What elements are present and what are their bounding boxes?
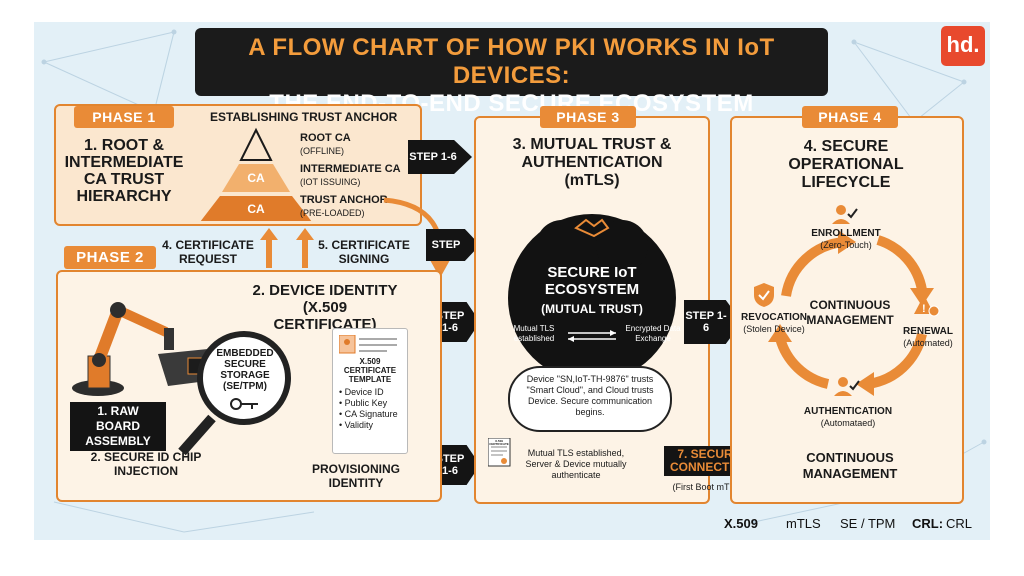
template-field: • Device ID	[339, 387, 384, 397]
continuous-management-center: CONTINUOUS MANAGEMENT	[806, 298, 894, 327]
root-ca-level: ROOT CA (OFFLINE)	[300, 132, 351, 158]
title-line-1: A FLOW CHART OF HOW PKI WORKS IN IoT DEV…	[248, 34, 775, 89]
shield-check-icon	[754, 283, 774, 307]
magnifier-icon	[178, 331, 291, 456]
phase-1-title: 1. ROOT & INTERMEDIATE CA TRUST HIERARCH…	[64, 137, 184, 205]
svg-text:!: !	[922, 303, 926, 315]
trust-statement-bubble	[508, 366, 672, 432]
root-ca-sub: (OFFLINE)	[300, 146, 344, 156]
template-field: • CA Signature	[339, 409, 398, 419]
infographic-canvas: A FLOW CHART OF HOW PKI WORKS IN IoT DEV…	[34, 22, 990, 540]
up-arrow-icon	[260, 228, 278, 268]
key-icon	[230, 398, 258, 410]
legend-x509: X.509	[724, 516, 758, 531]
raw-board-assembly-tag: 1. RAW BOARD ASSEMBLY	[70, 402, 166, 451]
renewal-sub: (Automated)	[903, 338, 953, 348]
trust-anchor-level: TRUST ANCHOR (PRE-LOADED)	[300, 194, 388, 220]
x509-template-title: X.509 CERTIFICATE TEMPLATE	[343, 357, 397, 384]
pyramid-base-ca: CA	[247, 202, 265, 216]
cloud-title: SECURE IoT ECOSYSTEM	[544, 264, 640, 298]
authentication-sub: (Automataed)	[820, 418, 876, 428]
warning-renewal-icon: !	[914, 295, 940, 317]
mutual-auth-text: Mutual TLS established, Server & Device …	[525, 448, 627, 480]
revocation-label: REVOCATION	[741, 312, 807, 323]
secure-ecosystem-cloud	[508, 214, 676, 382]
bidirectional-arrow-icon	[568, 330, 616, 342]
x509-template-fields: • Device ID • Public Key • CA Signature …	[339, 387, 398, 431]
legend-crl-key: CRL:	[912, 516, 944, 531]
intermediate-ca-name: INTERMEDIATE CA	[300, 163, 401, 175]
phase-4-title: 4. SECURE OPERATIONAL LIFECYCLE	[788, 138, 904, 191]
phase-4-tag: PHASE 4	[802, 106, 898, 128]
user-auth-icon	[834, 377, 860, 396]
trust-pyramid	[200, 127, 312, 221]
enrollment-label: ENROLLMENT	[811, 228, 881, 239]
renewal-label: RENEWAL	[903, 326, 953, 337]
handshake-icon	[574, 218, 610, 238]
trust-anchor-name: TRUST ANCHOR	[300, 194, 388, 206]
title-bar: A FLOW CHART OF HOW PKI WORKS IN IoT DEV…	[195, 28, 828, 117]
cloud-subtitle: (MUTUAL TRUST)	[541, 302, 643, 316]
x509-template-card: X.509 CERTIFICATE TEMPLATE • Device ID •…	[332, 328, 408, 454]
secure-id-injection-label: 2. SECURE ID CHIP INJECTION	[90, 450, 202, 478]
lifecycle-cycle	[768, 230, 934, 396]
continuous-management-bottom: CONTINUOUS MANAGEMENT	[802, 450, 898, 481]
authentication-label: AUTHENTICATION	[803, 406, 893, 417]
embedded-secure-storage: EMBEDDED SECURE STORAGE (SE/TPM)	[216, 348, 274, 392]
provisioning-identity-label: PROVISIONING IDENTITY	[311, 462, 400, 490]
certificate-icon	[488, 438, 511, 467]
phase-3-tag: PHASE 3	[540, 106, 636, 128]
encrypted-exchange-label: Encrypted Data Exchange	[625, 324, 681, 343]
trust-anchor-sub: (PRE-LOADED)	[300, 208, 365, 218]
revocation-sub: (Stolen Device)	[743, 324, 805, 334]
phase-2-tag: PHASE 2	[64, 246, 156, 269]
pyramid-mid-ca: CA	[247, 171, 265, 185]
intermediate-ca-sub: (IOT ISSUING)	[300, 177, 361, 187]
certificate-signing-label: 5. CERTIFICATE SIGNING	[318, 238, 410, 266]
enrollment-sub: (Zero-Touch)	[820, 240, 872, 250]
brand-logo: hd.	[941, 26, 985, 66]
template-field: • Validity	[339, 420, 373, 430]
mtls-established-label: Mutual TLS established	[513, 324, 555, 343]
phase-2-title: 2. DEVICE IDENTITY (X.509 CERTIFICATE)	[252, 282, 398, 333]
legend-mtls: mTLS	[786, 516, 821, 531]
intermediate-ca-level: INTERMEDIATE CA (IOT ISSUING)	[300, 163, 401, 189]
legend-crl-value: CRL	[946, 516, 973, 531]
root-ca-name: ROOT CA	[300, 132, 351, 144]
up-arrow-icon	[296, 228, 314, 268]
network-background	[41, 29, 987, 533]
certificate-request-label: 4. CERTIFICATE REQUEST	[162, 238, 254, 266]
phase-3-title: 3. MUTUAL TRUST & AUTHENTICATION (mTLS)	[512, 136, 672, 189]
phase-1-tag: PHASE 1	[74, 106, 174, 128]
trust-statement-text: Device "SN,IoT-TH-9876" trusts "Smart Cl…	[526, 374, 654, 417]
template-field: • Public Key	[339, 398, 388, 408]
first-boot-label: (First Boot mTLS)	[672, 482, 744, 492]
legend-se-tpm: SE / TPM	[840, 516, 896, 531]
phase-1-heading: ESTABLISHING TRUST ANCHOR	[210, 110, 398, 124]
certificate-icon-text: X.509 CERTIFICATE	[489, 439, 509, 446]
id-card-icon	[339, 335, 397, 354]
user-check-icon	[832, 205, 858, 224]
